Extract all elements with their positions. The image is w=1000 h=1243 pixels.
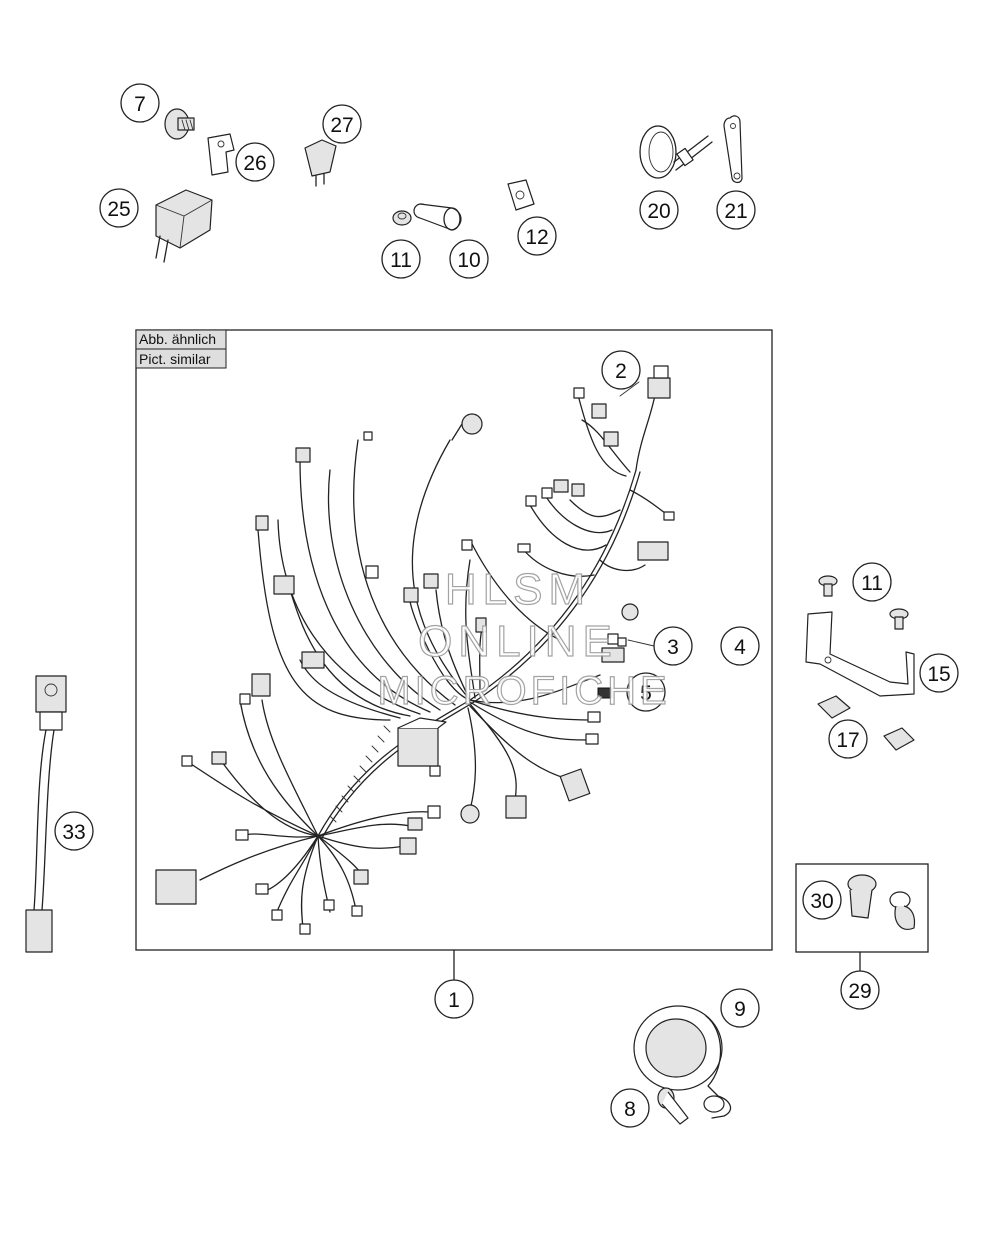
callout-29[interactable]: 29 xyxy=(840,970,880,1010)
part-12-clip-nut xyxy=(507,179,535,211)
part-21-strap xyxy=(723,115,743,184)
callout-17[interactable]: 17 xyxy=(828,719,868,759)
svg-text:11: 11 xyxy=(390,249,412,272)
svg-text:11: 11 xyxy=(861,572,883,595)
callout-1[interactable]: 1 xyxy=(434,979,474,1019)
callout-26[interactable]: 26 xyxy=(235,142,275,182)
watermark: HLSM ONLINE MICROFICHE xyxy=(377,564,670,713)
watermark-line-1: HLSM xyxy=(445,565,591,614)
svg-text:15: 15 xyxy=(927,663,950,686)
svg-text:9: 9 xyxy=(734,998,746,1021)
part-33-sensor-cable xyxy=(25,675,67,953)
callout-7[interactable]: 7 xyxy=(120,83,160,123)
callout-33[interactable]: 33 xyxy=(54,811,94,851)
watermark-line-3: MICROFICHE xyxy=(377,669,670,713)
callout-11-right[interactable]: 11 xyxy=(852,562,892,602)
svg-text:4: 4 xyxy=(734,636,746,659)
callouts: 7 26 27 25 20 21 11 10 12 2 3 4 5 11 15 … xyxy=(54,83,959,1128)
callout-11-top[interactable]: 11 xyxy=(381,239,421,279)
svg-text:2: 2 xyxy=(615,360,627,383)
part-10-cable-holder xyxy=(413,203,462,231)
callout-27[interactable]: 27 xyxy=(322,104,362,144)
callout-15[interactable]: 15 xyxy=(919,653,959,693)
leader-3 xyxy=(627,639,655,647)
part-11-screw-right xyxy=(818,575,909,630)
leader-2 xyxy=(619,381,640,397)
svg-text:33: 33 xyxy=(62,821,85,844)
part-25-relay-block xyxy=(155,189,213,263)
callout-4[interactable]: 4 xyxy=(720,626,760,666)
svg-text:17: 17 xyxy=(836,729,859,752)
svg-text:27: 27 xyxy=(330,114,353,137)
part-15-bracket xyxy=(805,611,915,697)
svg-text:29: 29 xyxy=(848,980,871,1003)
svg-text:21: 21 xyxy=(724,200,747,223)
callout-25[interactable]: 25 xyxy=(99,188,139,228)
part-26-bracket xyxy=(207,133,235,176)
svg-text:12: 12 xyxy=(525,226,548,249)
part-27-relay xyxy=(304,139,337,187)
svg-text:1: 1 xyxy=(448,989,460,1012)
callout-5[interactable]: 5 xyxy=(626,672,666,712)
svg-text:10: 10 xyxy=(457,249,480,272)
svg-text:26: 26 xyxy=(243,152,266,175)
note-box: Abb. ähnlich Pict. similar xyxy=(135,329,227,369)
callout-20[interactable]: 20 xyxy=(639,190,679,230)
svg-text:3: 3 xyxy=(667,636,679,659)
part-29-box xyxy=(795,863,929,953)
callout-10[interactable]: 10 xyxy=(449,239,489,279)
part-17-clip-nut xyxy=(817,695,915,751)
callout-3[interactable]: 3 xyxy=(653,626,693,666)
svg-text:20: 20 xyxy=(647,200,670,223)
svg-text:8: 8 xyxy=(624,1098,636,1121)
part-9-horn xyxy=(633,1005,732,1119)
callout-30[interactable]: 30 xyxy=(802,880,842,920)
part-11-nut-top xyxy=(392,210,412,226)
callout-21[interactable]: 21 xyxy=(716,190,756,230)
svg-text:5: 5 xyxy=(640,682,652,705)
note-line-1: Abb. ähnlich xyxy=(139,331,216,347)
part-7-screw xyxy=(164,108,195,140)
part-8-bolt xyxy=(657,1087,689,1125)
callout-2[interactable]: 2 xyxy=(601,350,641,390)
part-30-grommet xyxy=(847,874,916,930)
svg-text:7: 7 xyxy=(134,93,146,116)
part-20-cable-tie xyxy=(639,125,713,179)
callout-9[interactable]: 9 xyxy=(720,988,760,1028)
callout-12[interactable]: 12 xyxy=(517,216,557,256)
callout-8[interactable]: 8 xyxy=(610,1088,650,1128)
part-1-wiring-harness xyxy=(155,365,675,935)
svg-text:30: 30 xyxy=(810,890,833,913)
note-line-2: Pict. similar xyxy=(139,351,211,367)
svg-text:25: 25 xyxy=(107,198,130,221)
watermark-line-2: ONLINE xyxy=(418,617,618,666)
